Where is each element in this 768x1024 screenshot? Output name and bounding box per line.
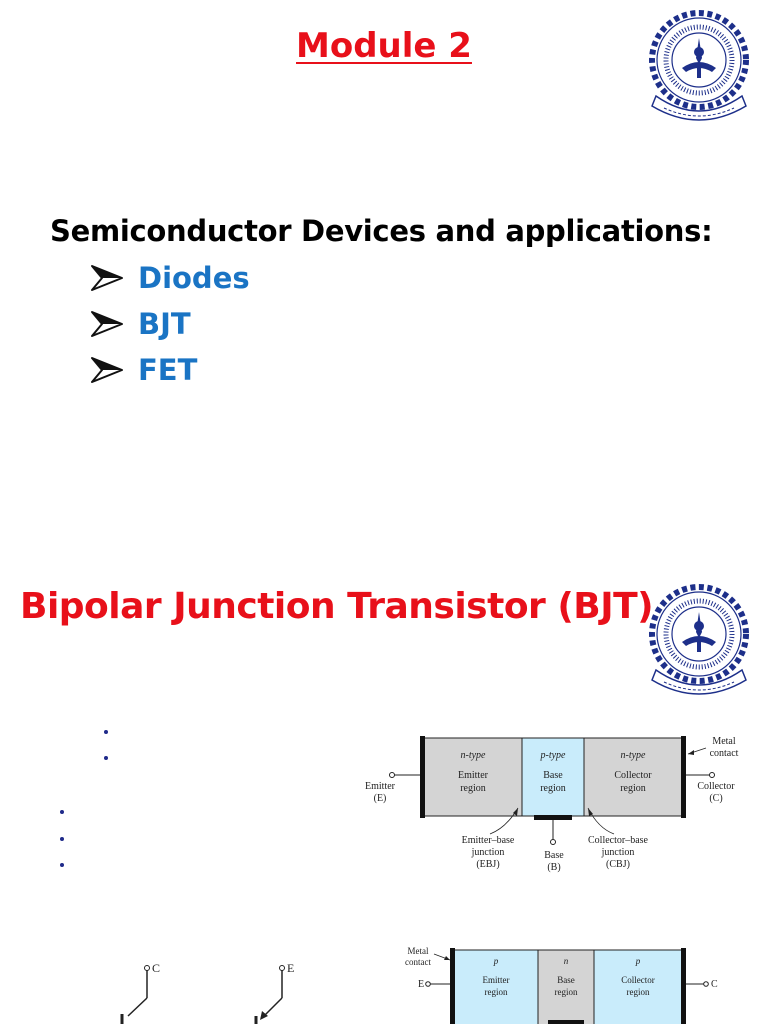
emitter-terminal-label: E (287, 961, 294, 975)
bullet-diodes: Diodes (90, 258, 250, 298)
ebj-label: Emitter–base (462, 835, 515, 846)
collector-label: Collector (697, 781, 735, 792)
slide-module-2: Module 2 Semiconductor Devices and appli… (50, 10, 749, 390)
e-terminal-label: E (418, 979, 424, 990)
base-terminal (550, 839, 556, 845)
npn-transistor-symbol: C (120, 961, 160, 1024)
metal-contact-label: Metal (408, 946, 429, 956)
slide-title: Bipolar Junction Transistor (BJT) (20, 586, 654, 627)
cbj-label: Collector–base (588, 835, 649, 846)
metal-contact-label: contact (710, 748, 739, 759)
region-type-label: p-type (540, 750, 567, 761)
region-type-label: n-type (461, 750, 487, 761)
region-type-label: p (493, 956, 499, 966)
collector-metal-contact (681, 948, 686, 1024)
emitter-region (424, 738, 522, 816)
list-bullet-dot (60, 837, 64, 841)
region-name-label: Emitter (483, 975, 510, 985)
emitter-metal-contact (420, 736, 425, 818)
pnp-transistor-symbol: E (254, 961, 294, 1024)
bullet-fet: FET (90, 350, 197, 390)
region-name-label: Emitter (458, 770, 489, 781)
base-metal-contact (534, 815, 572, 820)
collector-symbol-label: (C) (709, 793, 722, 804)
ebj-label: junction (471, 847, 505, 858)
metal-contact-label: Metal (712, 736, 736, 747)
metal-contact-label: contact (405, 957, 431, 967)
institute-logo (649, 584, 749, 695)
slide-title: Module 2 (296, 26, 472, 66)
collector-terminal-label: C (152, 961, 160, 975)
region-name-label: Collector (621, 975, 655, 985)
pnp-structure-diagram: p Emitter region n Base region p Collect… (405, 946, 718, 1024)
region-name-label: Base (543, 770, 563, 781)
arrow-bullet-icon (91, 357, 123, 383)
list-bullet-dot (60, 863, 64, 867)
slide-heading: Semiconductor Devices and applications: (50, 214, 713, 248)
cbj-label: (CBJ) (606, 859, 630, 870)
e-terminal (425, 981, 431, 987)
bullet-label: Diodes (138, 261, 250, 295)
emitter-terminal (389, 772, 395, 778)
emitter-region (454, 950, 538, 1024)
region-name-label: Base (557, 975, 575, 985)
region-type-label: n (564, 956, 569, 966)
base-label: Base (544, 850, 564, 861)
bullet-label: FET (138, 353, 198, 387)
institute-logo (649, 10, 749, 121)
base-symbol-label: (B) (547, 862, 560, 873)
base-region (538, 950, 594, 1024)
base-region (522, 738, 584, 816)
base-metal-contact (548, 1020, 584, 1024)
emitter-label: Emitter (365, 781, 396, 792)
region-suffix-label: region (555, 987, 578, 997)
list-bullet-dot (104, 756, 108, 760)
region-suffix-label: region (485, 987, 508, 997)
list-bullet-dot (60, 810, 64, 814)
region-type-label: p (635, 956, 641, 966)
cbj-label: junction (601, 847, 635, 858)
region-name-label: Collector (614, 770, 652, 781)
emitter-metal-contact (450, 948, 455, 1024)
region-suffix-label: region (620, 783, 646, 794)
c-terminal (703, 981, 709, 987)
ebj-label: (EBJ) (476, 859, 499, 870)
region-suffix-label: region (627, 987, 650, 997)
slide-bjt: Bipolar Junction Transistor (BJT) (0, 560, 768, 1024)
collector-terminal (709, 772, 715, 778)
region-type-label: n-type (621, 750, 647, 761)
collector-region (584, 738, 682, 816)
c-terminal-label: C (711, 979, 718, 990)
bullet-label: BJT (138, 307, 191, 341)
list-bullet-dot (104, 730, 108, 734)
arrow-bullet-icon (91, 265, 123, 291)
arrow-bullet-icon (91, 311, 123, 337)
npn-structure-diagram: n-type Emitter region p-type Base region… (365, 736, 739, 873)
emitter-symbol-label: (E) (374, 793, 387, 804)
region-suffix-label: region (460, 783, 486, 794)
collector-metal-contact (681, 736, 686, 818)
region-suffix-label: region (540, 783, 566, 794)
collector-region (594, 950, 682, 1024)
bullet-bjt: BJT (90, 304, 191, 344)
